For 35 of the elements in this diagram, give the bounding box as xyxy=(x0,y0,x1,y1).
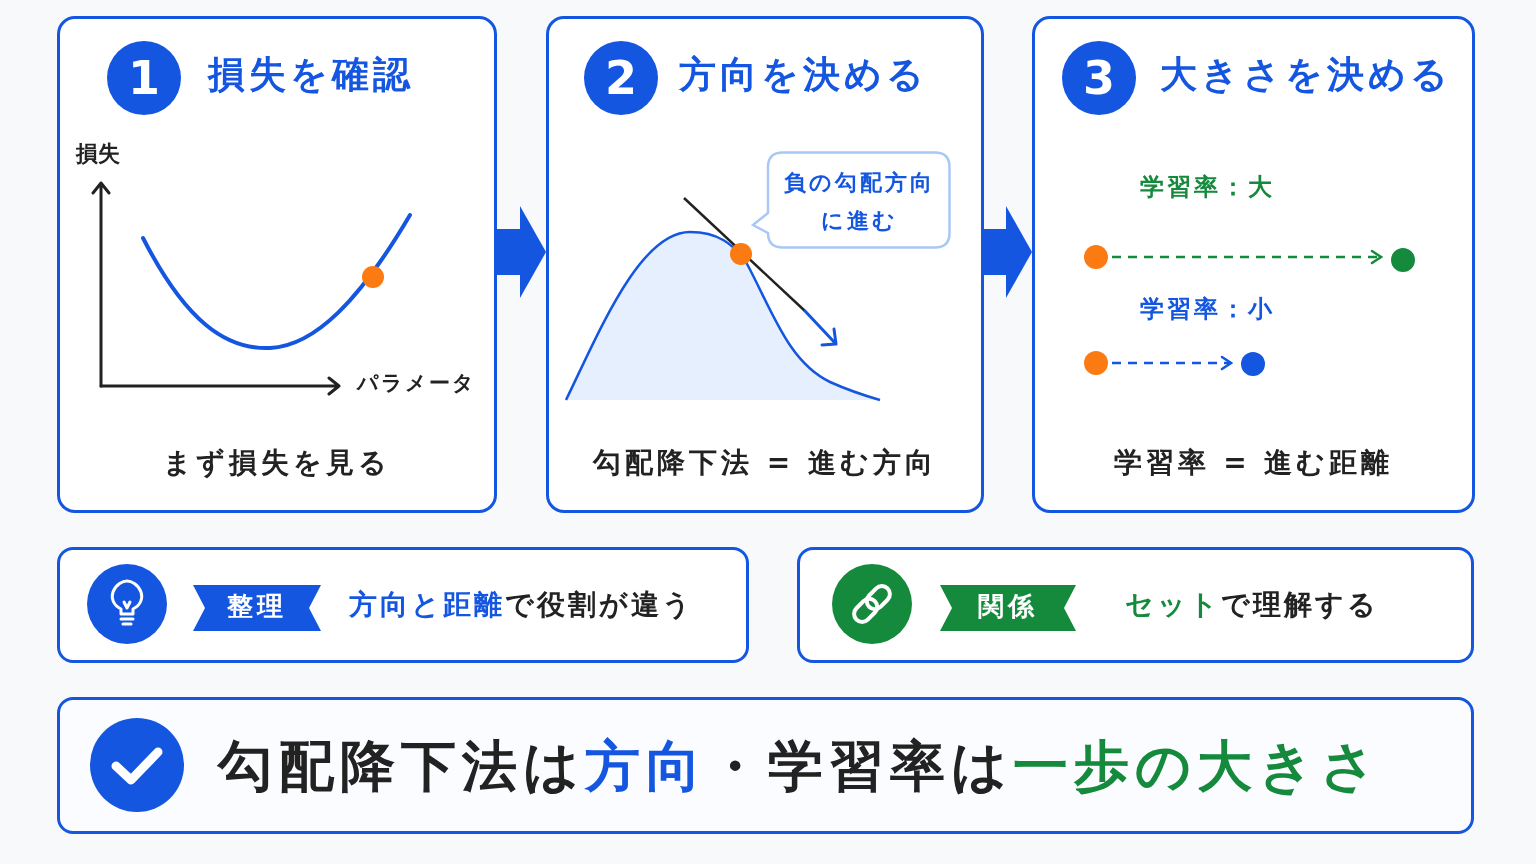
tag-text: 関係 xyxy=(977,591,1039,623)
summary-text: 勾配降下法は方向・学習率は一歩の大きさ xyxy=(218,732,1382,799)
block-arrow xyxy=(984,206,1032,298)
end-point xyxy=(1241,352,1265,376)
rate-label: 学習率：大 xyxy=(1140,173,1275,202)
step-summary: 勾配降下法 = 進む方向 xyxy=(591,446,938,480)
tag-text: 整理 xyxy=(226,591,288,623)
axis-label: 損失 xyxy=(76,141,120,168)
summary-text: セットで理解する xyxy=(1125,588,1379,622)
step-arrow xyxy=(1112,355,1233,371)
bubble-text: 負の勾配方向に進む xyxy=(782,169,936,235)
summary-card xyxy=(57,547,749,663)
tag-ribbon xyxy=(193,585,321,631)
end-point xyxy=(1391,248,1415,272)
step-title: 損失を確認 xyxy=(208,53,414,98)
step-card xyxy=(1032,16,1475,513)
summary-card xyxy=(57,697,1474,834)
summary-text: 方向と距離で役割が違う xyxy=(349,588,694,622)
step-number: 1 xyxy=(107,41,181,115)
step-arrow xyxy=(1112,249,1383,265)
start-point xyxy=(1084,351,1108,375)
speech-bubble xyxy=(751,151,951,249)
step-number: 3 xyxy=(1062,41,1136,115)
tag-ribbon xyxy=(940,585,1076,631)
step-summary: 学習率 = 進む距離 xyxy=(1112,446,1395,480)
start-point xyxy=(1084,245,1108,269)
step-title: 大きさを決める xyxy=(1160,53,1452,98)
step-number: 2 xyxy=(584,41,658,115)
summary-card xyxy=(797,547,1474,663)
block-arrow xyxy=(497,206,546,298)
step-summary: まず損失を見る xyxy=(162,446,392,480)
step-title: 方向を決める xyxy=(679,53,928,98)
rate-label: 学習率：小 xyxy=(1140,295,1275,324)
step-card xyxy=(57,16,497,513)
axis-label: パラメータ xyxy=(357,371,476,397)
